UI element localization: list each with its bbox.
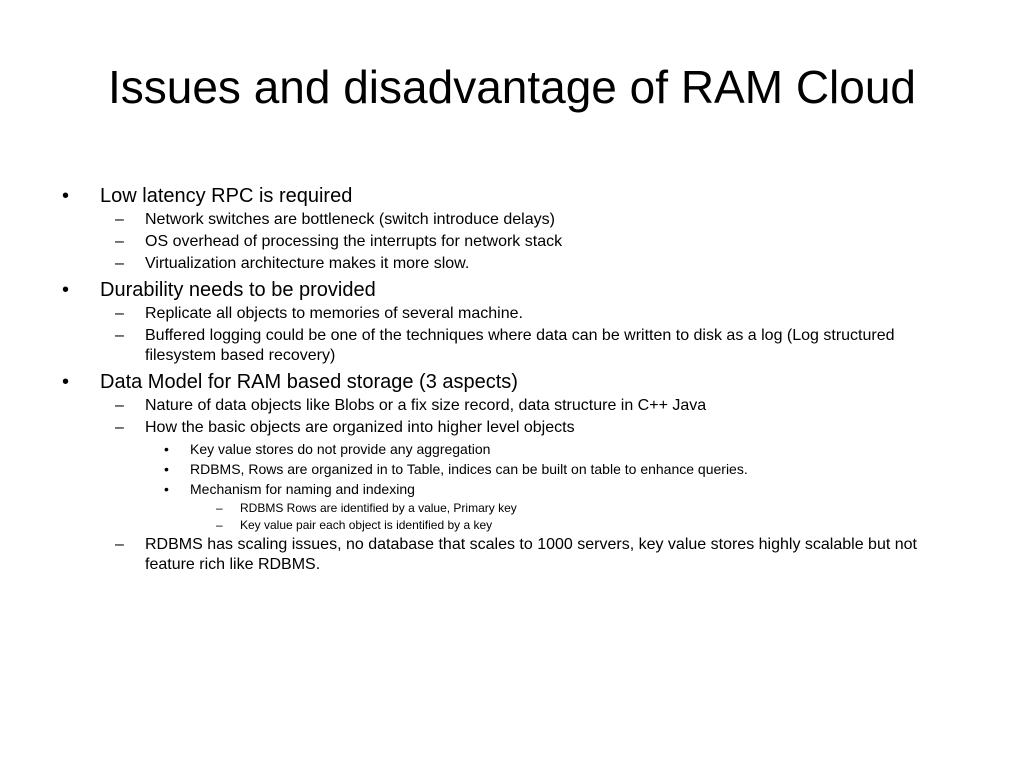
list-item-level2: – OS overhead of processing the interrup… [115, 232, 945, 252]
slide-title: Issues and disadvantage of RAM Cloud [107, 61, 917, 113]
dash-marker: – [115, 419, 124, 436]
item-text: Nature of data objects like Blobs or a f… [145, 397, 707, 414]
dash-marker: – [115, 211, 124, 228]
dash-marker: – [216, 501, 223, 515]
item-text: RDBMS Rows are identified by a value, Pr… [240, 501, 517, 515]
bullet-marker: • [164, 481, 169, 497]
dash-marker: – [115, 327, 124, 344]
item-text: Mechanism for naming and indexing [190, 481, 415, 497]
list-item-level2: – Network switches are bottleneck (switc… [115, 210, 945, 230]
dash-marker: – [216, 518, 223, 532]
item-text: Replicate all objects to memories of sev… [145, 305, 523, 322]
dash-marker: – [115, 305, 124, 322]
list-item-level1: • Data Model for RAM based storage (3 as… [62, 370, 960, 394]
bullet-marker: • [164, 461, 169, 477]
list-item-level2: – Buffered logging could be one of the t… [115, 326, 945, 366]
item-text: Network switches are bottleneck (switch … [145, 211, 555, 228]
list-item-level4: – Key value pair each object is identifi… [216, 517, 940, 533]
list-item-level2: – How the basic objects are organized in… [115, 418, 945, 438]
dash-marker: – [115, 233, 124, 250]
list-item-level3: • Key value stores do not provide any ag… [164, 440, 950, 458]
item-text: Durability needs to be provided [100, 279, 376, 301]
item-text: How the basic objects are organized into… [145, 419, 575, 436]
list-item-level4: – RDBMS Rows are identified by a value, … [216, 500, 940, 516]
dash-marker: – [115, 255, 124, 272]
slide-body: • Low latency RPC is required – Network … [0, 180, 1024, 577]
item-text: Data Model for RAM based storage (3 aspe… [100, 371, 518, 393]
bullet-marker: • [62, 185, 70, 207]
item-text: OS overhead of processing the interrupts… [145, 233, 563, 250]
dash-marker: – [115, 397, 124, 414]
item-text: Virtualization architecture makes it mor… [145, 255, 470, 272]
item-text: Key value stores do not provide any aggr… [190, 441, 491, 457]
list-item-level3: • Mechanism for naming and indexing [164, 480, 950, 498]
item-text: RDBMS, Rows are organized in to Table, i… [190, 461, 748, 477]
item-text: RDBMS has scaling issues, no database th… [145, 536, 917, 573]
bullet-marker: • [62, 371, 70, 393]
list-item-level2: – Virtualization architecture makes it m… [115, 254, 945, 274]
list-item-level2: – RDBMS has scaling issues, no database … [115, 535, 945, 575]
list-item-level1: • Durability needs to be provided [62, 278, 960, 302]
list-item-level1: • Low latency RPC is required [62, 184, 960, 208]
item-text: Key value pair each object is identified… [240, 518, 493, 532]
list-item-level3: • RDBMS, Rows are organized in to Table,… [164, 460, 950, 478]
dash-marker: – [115, 536, 124, 553]
item-text: Low latency RPC is required [100, 185, 353, 207]
list-item-level2: – Replicate all objects to memories of s… [115, 304, 945, 324]
item-text: Buffered logging could be one of the tec… [145, 327, 895, 364]
bullet-marker: • [164, 441, 169, 457]
bullet-marker: • [62, 279, 70, 301]
list-item-level2: – Nature of data objects like Blobs or a… [115, 396, 945, 416]
